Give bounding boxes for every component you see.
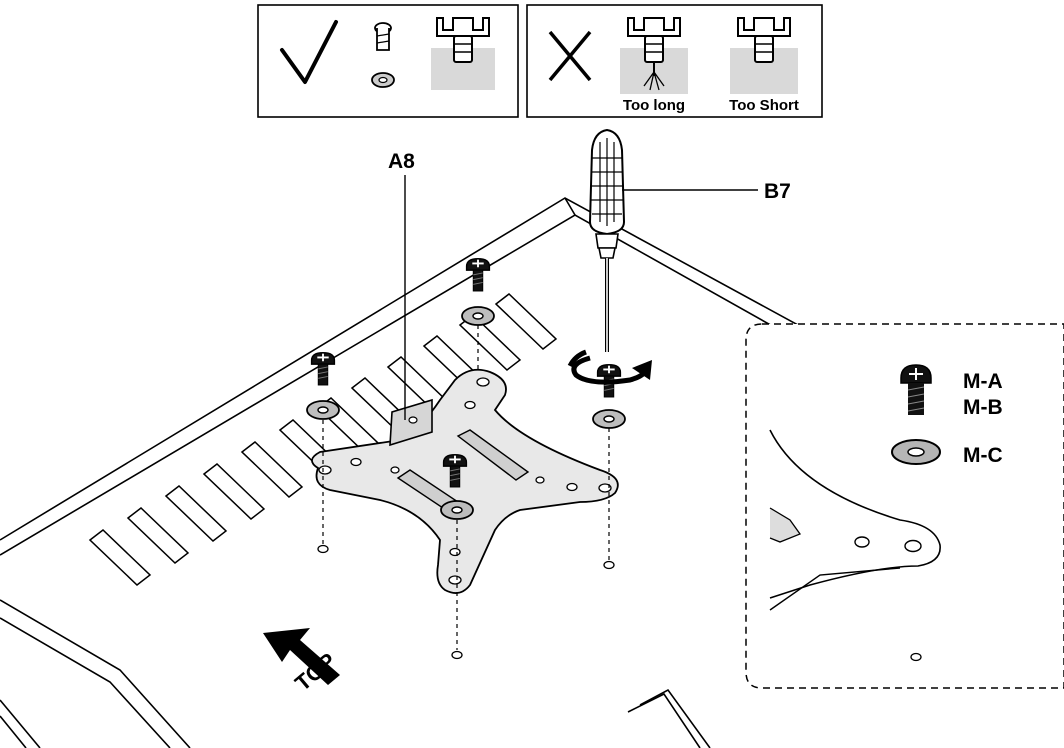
label-b7: B7 — [764, 180, 791, 203]
too-long-icon — [620, 18, 688, 94]
too-long-label: Too long — [623, 97, 685, 114]
screwdriver-b7 — [570, 130, 652, 382]
wrong-guide-box: Too long Too Short — [527, 5, 822, 117]
correct-guide-box — [258, 5, 518, 117]
correct-fit-icon — [431, 18, 495, 90]
label-mc: M-C — [963, 444, 1003, 467]
detail-inset — [746, 324, 1064, 688]
mounting-plate-a8 — [312, 370, 618, 593]
too-short-label: Too Short — [729, 97, 799, 114]
too-short-icon — [730, 18, 798, 94]
guide-screw-icon — [375, 23, 391, 50]
label-a8: A8 — [388, 150, 415, 173]
label-ma: M-A — [963, 370, 1003, 393]
label-mb: M-B — [963, 396, 1003, 419]
detail-washer-icon — [892, 440, 940, 464]
guide-washer-icon — [372, 73, 394, 87]
